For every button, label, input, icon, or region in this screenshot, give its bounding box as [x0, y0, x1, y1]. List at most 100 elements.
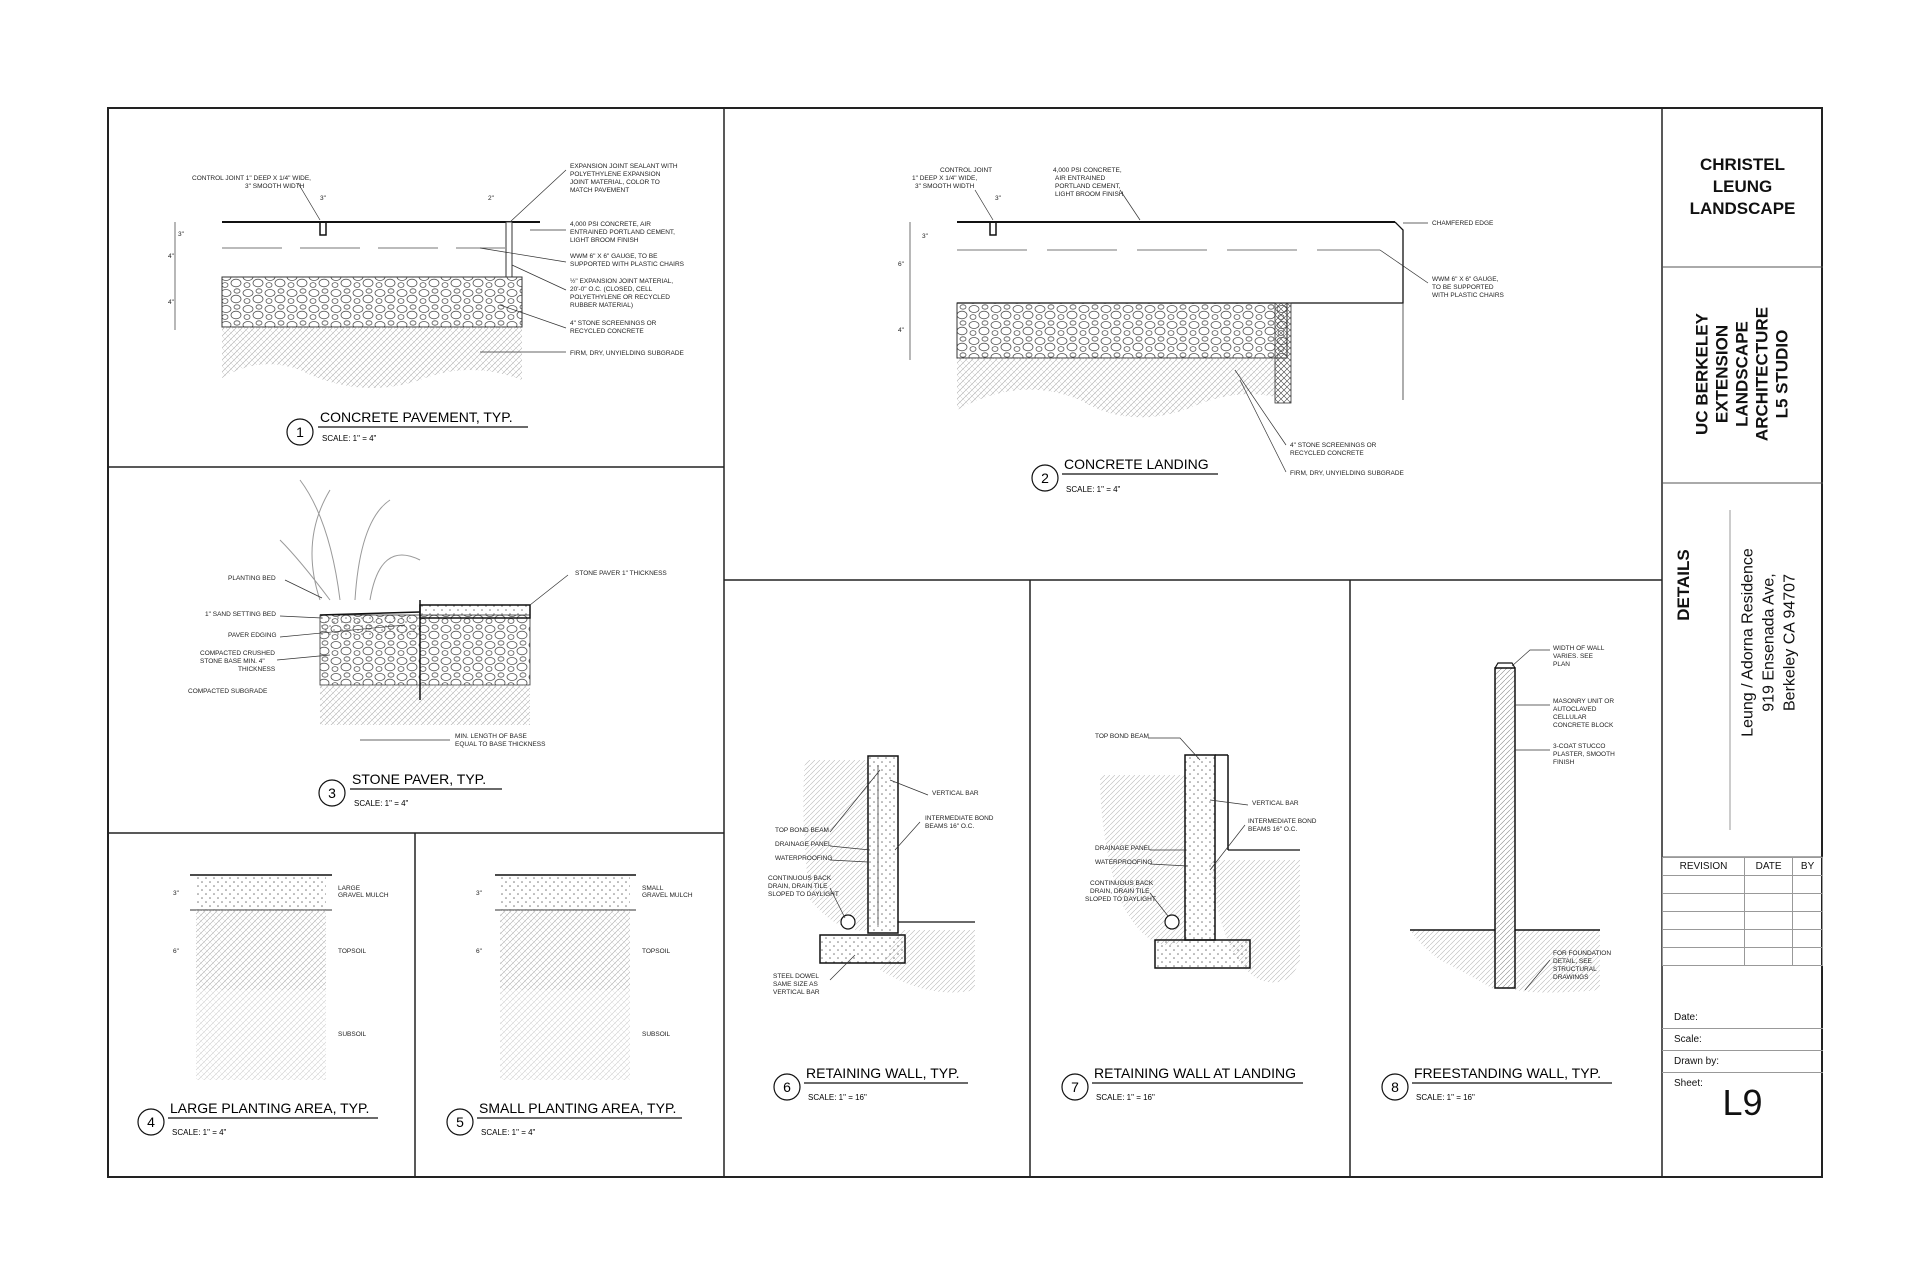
firm-line-1: CHRISTEL: [1699, 155, 1785, 174]
d2-scale: SCALE: 1" = 4": [1066, 485, 1121, 494]
d4-note-2: TOPSOIL: [338, 948, 366, 955]
d5-note-1: GRAVEL MULCH: [642, 892, 693, 899]
d1-dim-4: 4": [168, 299, 175, 306]
detail-8-title: 8 FREESTANDING WALL, TYP. SCALE: 1" = 16…: [1381, 1065, 1612, 1102]
d8-scale: SCALE: 1" = 16": [1416, 1093, 1475, 1102]
panel-grid: [107, 107, 1663, 1178]
d1-title: CONCRETE PAVEMENT, TYP.: [320, 409, 513, 425]
d8-title: FREESTANDING WALL, TYP.: [1414, 1065, 1601, 1081]
d4-scale: SCALE: 1" = 4": [172, 1128, 227, 1137]
d5-dim-0: 3": [476, 890, 483, 897]
d1-note-6: 4,000 PSI CONCRETE, AIR: [570, 221, 651, 228]
d8-note-7: 3-COAT STUCCO: [1553, 743, 1606, 750]
detail-3-leaders: [276, 574, 569, 741]
d8-note-13: DRAWINGS: [1553, 974, 1589, 981]
detail-6-title: 6 RETAINING WALL, TYP. SCALE: 1" = 16": [773, 1065, 968, 1102]
drawing-sheet: [107, 107, 1823, 1178]
d2-note-13: FIRM, DRY, UNYIELDING SUBGRADE: [1290, 470, 1405, 477]
d1-note-13: POLYETHYLENE OR RECYCLED: [570, 294, 670, 301]
meta-sheet: Sheet:: [1674, 1078, 1703, 1089]
d6-note-4: DRAINAGE PANEL: [775, 841, 832, 848]
d5-note-0: SMALL: [642, 885, 664, 892]
d3-scale: SCALE: 1" = 4": [354, 799, 409, 808]
meta-scale: Scale:: [1662, 1029, 1823, 1051]
d2-note-7: CHAMFERED EDGE: [1432, 220, 1494, 227]
d3-note-5: THICKNESS: [238, 666, 276, 673]
d4-note-3: SUBSOIL: [338, 1031, 367, 1038]
d2-note-4: AIR ENTRAINED: [1055, 175, 1106, 182]
d6-note-3: BEAMS 16" O.C.: [925, 823, 974, 830]
d3-num: 3: [328, 785, 336, 801]
d1-note-16: RECYCLED CONCRETE: [570, 328, 644, 335]
d7-note-6: CONTINUOUS BACK: [1090, 880, 1154, 887]
d1-note-4: JOINT MATERIAL, COLOR TO: [570, 179, 660, 186]
detail-3-notes: PLANTING BED 1" SAND SETTING BED PAVER E…: [188, 570, 667, 748]
d2-note-12: RECYCLED CONCRETE: [1290, 450, 1364, 457]
d6-note-1: TOP BOND BEAM: [775, 827, 829, 834]
detail-2-drawing: [956, 221, 1404, 418]
school-name: UC BERKELEY EXTENSION LANDSCAPE ARCHITEC…: [1663, 267, 1823, 482]
d4-dim-1: 6": [173, 948, 180, 955]
d7-note-5: WATERPROOFING: [1095, 859, 1152, 866]
detail-3-title: 3 STONE PAVER, TYP. SCALE: 1" = 4": [318, 771, 502, 808]
detail-4-notes: LARGE GRAVEL MULCH TOPSOIL SUBSOIL 3" 6": [173, 885, 389, 1038]
d6-note-11: VERTICAL BAR: [773, 989, 820, 996]
d2-title: CONCRETE LANDING: [1064, 456, 1209, 472]
d8-note-4: AUTOCLAVED: [1553, 706, 1597, 713]
detail-7-drawing: [1100, 754, 1300, 983]
d2-dim-2: 6": [898, 261, 905, 268]
d6-num: 6: [783, 1079, 791, 1095]
d5-num: 5: [456, 1114, 464, 1130]
d8-note-6: CONCRETE BLOCK: [1553, 722, 1614, 729]
d3-note-3: COMPACTED CRUSHED: [200, 650, 275, 657]
d3-note-2: PAVER EDGING: [228, 632, 277, 639]
detail-1-leaders: [174, 169, 567, 353]
detail-3-drawing: [279, 479, 531, 725]
d1-note-17: FIRM, DRY, UNYIELDING SUBGRADE: [570, 350, 685, 357]
d3-note-6: COMPACTED SUBGRADE: [188, 688, 268, 695]
d8-note-0: WIDTH OF WALL: [1553, 645, 1605, 652]
d4-dim-0: 3": [173, 890, 180, 897]
d2-dim-1: 3": [922, 233, 929, 240]
d6-note-8: SLOPED TO DAYLIGHT: [768, 891, 839, 898]
d2-note-0: CONTROL JOINT: [940, 167, 992, 174]
detail-7-title: 7 RETAINING WALL AT LANDING SCALE: 1" = …: [1061, 1065, 1303, 1102]
d5-dim-1: 6": [476, 948, 483, 955]
d1-note-7: ENTRAINED PORTLAND CEMENT,: [570, 229, 675, 236]
d2-note-1: 1" DEEP X 1/4" WIDE,: [912, 175, 977, 182]
d6-note-7: DRAIN, DRAIN TILE: [768, 883, 828, 890]
d8-note-5: CELLULAR: [1553, 714, 1587, 721]
detail-7-notes: TOP BOND BEAM VERTICAL BAR INTERMEDIATE …: [1085, 733, 1317, 903]
d5-title: SMALL PLANTING AREA, TYP.: [479, 1100, 676, 1116]
d1-note-15: 4" STONE SCREENINGS OR: [570, 320, 657, 327]
d7-scale: SCALE: 1" = 16": [1096, 1093, 1155, 1102]
d1-dim-0: 3": [320, 195, 327, 202]
detail-6-leaders: [829, 769, 929, 981]
school-line-1: UC BERKELEY: [1692, 313, 1712, 435]
d6-note-10: SAME SIZE AS: [773, 981, 818, 988]
d6-note-2: INTERMEDIATE BOND: [925, 815, 994, 822]
d1-dim-1: 2": [488, 195, 495, 202]
d2-dim-0: 3": [995, 195, 1002, 202]
d5-scale: SCALE: 1" = 4": [481, 1128, 536, 1137]
detail-2-leaders: [909, 189, 1429, 473]
d8-note-8: PLASTER, SMOOTH: [1553, 751, 1615, 758]
d5-note-3: SUBSOIL: [642, 1031, 671, 1038]
d1-note-1: 3" SMOOTH WIDTH: [245, 183, 305, 190]
d8-note-2: PLAN: [1553, 661, 1570, 668]
d2-note-8: WWM 6" X 6" GAUGE,: [1432, 276, 1499, 283]
school-line-2: EXTENSION: [1712, 324, 1732, 424]
d3-note-1: 1" SAND SETTING BED: [205, 611, 276, 618]
d2-note-6: LIGHT BROOM FINISH: [1055, 191, 1124, 198]
d3-note-7: STONE PAVER 1" THICKNESS: [575, 570, 667, 577]
d3-note-8: MIN. LENGTH OF BASE: [455, 733, 528, 740]
d7-note-2: INTERMEDIATE BOND: [1248, 818, 1317, 825]
project-line-2: 919 Ensenada Ave,: [1760, 573, 1778, 712]
revision-header: REVISION: [1662, 857, 1745, 876]
d7-num: 7: [1071, 1079, 1079, 1095]
d6-note-5: WATERPROOFING: [775, 855, 832, 862]
school-line-4: ARCHITECTURE: [1752, 306, 1772, 442]
detail-2-title: 2 CONCRETE LANDING SCALE: 1" = 4": [1031, 456, 1218, 494]
d2-note-2: 3" SMOOTH WIDTH: [915, 183, 975, 190]
school-line-5: L5 STUDIO: [1772, 329, 1792, 419]
